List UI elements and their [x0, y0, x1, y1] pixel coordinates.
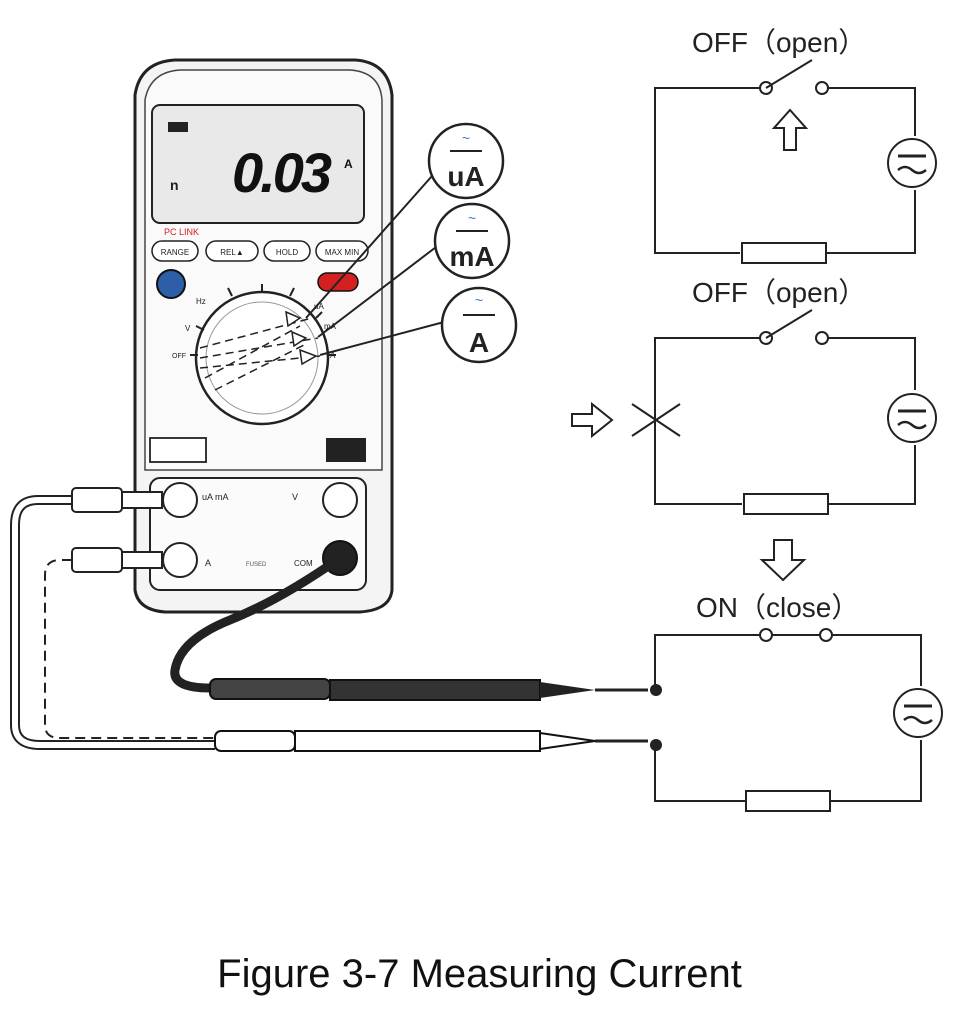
callout-ma-label: mA: [449, 241, 494, 272]
black-probe[interactable]: [209, 678, 648, 701]
svg-text:~: ~: [462, 130, 470, 146]
dial-hz-label: Hz: [196, 297, 206, 306]
range-button[interactable]: RANGE: [161, 248, 189, 257]
rel-button[interactable]: REL▲: [220, 248, 243, 257]
dial-off-label: OFF: [172, 353, 186, 360]
svg-text:~: ~: [475, 292, 483, 308]
pc-link-label: PC LINK: [164, 227, 199, 237]
a-terminal[interactable]: [162, 542, 198, 578]
down-arrow: [759, 539, 807, 582]
hold-button[interactable]: HOLD: [276, 248, 298, 257]
circuit-2-label: OFF（open）: [692, 277, 866, 308]
lcd-display: [151, 104, 365, 224]
contact-bottom: [650, 739, 662, 751]
source-1-icon: [887, 138, 937, 188]
figure-caption: Figure 3-7 Measuring Current: [217, 952, 742, 996]
function-buttons[interactable]: RANGE REL▲ HOLD MAX MIN: [151, 240, 369, 262]
test-leads: [10, 487, 648, 752]
terminal-a-label: A: [205, 558, 211, 568]
circuit-off-2: OFF（open）: [571, 277, 937, 515]
white-probe[interactable]: [214, 730, 648, 752]
terminal-com-label: COM: [294, 559, 313, 568]
callout-a-label: A: [469, 327, 489, 358]
source-3-icon: [893, 688, 943, 738]
circuit-on: ON（close）: [650, 592, 943, 812]
backlight-button[interactable]: [156, 269, 186, 299]
v-terminal[interactable]: [322, 482, 358, 518]
circuit-off-1: OFF（open）: [654, 27, 937, 264]
terminal-panel: [149, 477, 367, 591]
range-callouts: ~ uA ~ mA ~ A: [305, 122, 518, 364]
contact-top: [650, 684, 662, 696]
multimeter: n 0.03 A PC LINK RANGE REL▲ HOLD MAX MIN: [133, 58, 394, 614]
svg-text:n: n: [170, 177, 179, 193]
maxmin-button[interactable]: MAX MIN: [325, 248, 359, 257]
terminal-ua-ma-label: uA mA: [202, 492, 229, 502]
lcd-unit: A: [344, 157, 353, 171]
source-2-icon: [887, 393, 937, 443]
circuit-3-label: ON（close）: [696, 592, 859, 623]
fused-label: FUSED: [246, 562, 267, 568]
dial-ua-label: uA: [314, 302, 324, 311]
callout-ua-label: uA: [447, 161, 484, 192]
lcd-reading: 0.03: [232, 141, 332, 204]
dial-v-label: V: [185, 324, 191, 333]
rotary-dial[interactable]: Hz V OFF uA mA A: [172, 284, 337, 426]
terminal-v-label: V: [292, 492, 298, 502]
ua-ma-terminal[interactable]: [162, 482, 198, 518]
svg-text:~: ~: [468, 210, 476, 226]
dial-a-label: A: [330, 351, 336, 360]
circuit-1-label: OFF（open）: [692, 27, 866, 58]
